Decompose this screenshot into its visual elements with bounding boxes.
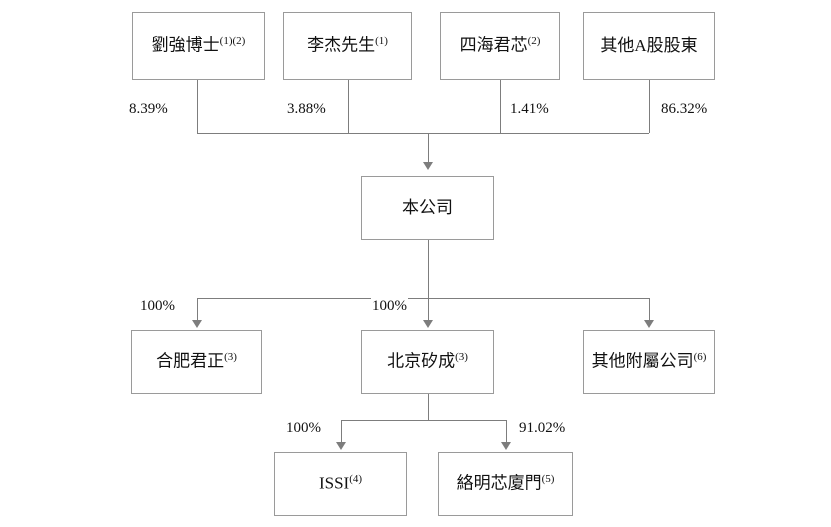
entity-footnote-marker: (1) <box>375 35 388 48</box>
entity-footnote-marker: (4) <box>349 473 363 486</box>
connector-line <box>649 298 650 320</box>
entity-label: 劉強博士 <box>151 35 220 55</box>
entity-box-issi: ISSI(4) <box>274 452 407 516</box>
connector-line <box>197 80 198 133</box>
entity-box-lijie: 李杰先生(1) <box>283 12 412 80</box>
connector-line <box>500 80 501 133</box>
entity-box-luoming: 絡明芯廈門(5) <box>438 452 573 516</box>
connector-line <box>197 298 198 320</box>
entity-box-hefei: 合肥君正(3) <box>131 330 262 394</box>
connector-line <box>506 420 507 442</box>
ownership-percentage-label: 86.32% <box>660 101 709 118</box>
ownership-percentage-label: 100% <box>371 298 408 315</box>
ownership-percentage-label: 1.41% <box>509 101 550 118</box>
arrow-head-icon <box>336 442 346 450</box>
arrow-head-icon <box>422 162 433 170</box>
entity-label: 北京矽成 <box>387 351 456 371</box>
ownership-percentage-label: 100% <box>285 420 322 437</box>
connector-line <box>427 240 429 298</box>
connector-line <box>427 133 429 162</box>
arrow-head-icon <box>501 442 511 450</box>
connector-line <box>197 298 649 299</box>
entity-label: 其他附屬公司 <box>591 351 694 371</box>
entity-footnote-marker: (6) <box>693 351 707 364</box>
connector-line <box>341 420 506 421</box>
ownership-percentage-label: 8.39% <box>128 101 169 118</box>
entity-label: 李杰先生 <box>307 35 376 55</box>
connector-line <box>341 420 342 442</box>
entity-footnote-marker: (2) <box>527 35 541 48</box>
entity-footnote-marker: (3) <box>224 351 237 364</box>
entity-label: 四海君芯 <box>459 35 528 55</box>
entity-label: 合肥君正 <box>156 351 225 371</box>
entity-box-othersub: 其他附屬公司(6) <box>583 330 715 394</box>
entity-box-liu: 劉強博士(1)(2) <box>132 12 265 80</box>
ownership-percentage-label: 100% <box>139 298 176 315</box>
connector-line <box>197 133 649 134</box>
connector-line <box>348 80 349 133</box>
connector-line <box>649 80 650 133</box>
entity-label: 本公司 <box>402 197 453 217</box>
entity-footnote-marker: (5) <box>541 473 555 486</box>
entity-box-company: 本公司 <box>361 176 494 240</box>
arrow-head-icon <box>644 320 654 328</box>
ownership-percentage-label: 91.02% <box>518 420 567 437</box>
entity-box-othera: 其他A股股東 <box>583 12 715 80</box>
entity-label: 其他A股股東 <box>600 35 698 55</box>
entity-footnote-marker: (3) <box>455 351 468 364</box>
connector-line <box>427 298 429 320</box>
entity-label: 絡明芯廈門 <box>456 473 542 493</box>
entity-box-beijing: 北京矽成(3) <box>361 330 494 394</box>
connector-line <box>427 394 429 420</box>
arrow-head-icon <box>192 320 202 328</box>
entity-footnote-marker: (1)(2) <box>219 35 246 48</box>
entity-label: ISSI <box>318 473 350 493</box>
arrow-head-icon <box>422 320 433 328</box>
entity-box-sihai: 四海君芯(2) <box>440 12 560 80</box>
ownership-percentage-label: 3.88% <box>286 101 327 118</box>
